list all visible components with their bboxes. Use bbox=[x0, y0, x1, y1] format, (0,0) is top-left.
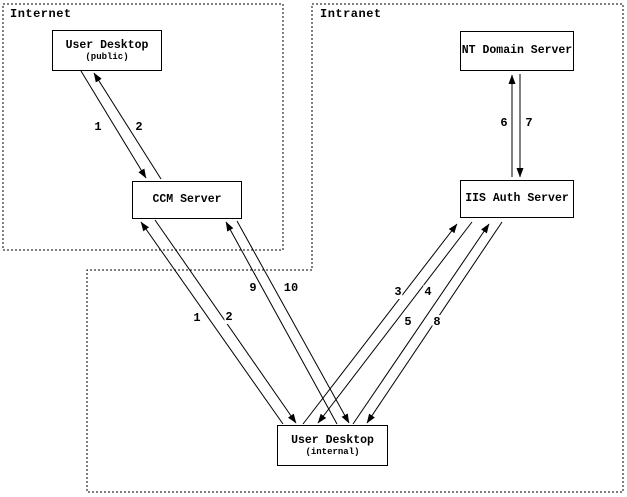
node-title: CCM Server bbox=[152, 193, 222, 207]
node-title: NT Domain Server bbox=[461, 44, 573, 58]
zone-outline-internet bbox=[2, 3, 284, 251]
zone-label-intranet: Intranet bbox=[320, 7, 382, 21]
edge-label-2-public: 2 bbox=[134, 120, 144, 134]
edge-label-2-internal: 2 bbox=[224, 310, 234, 324]
edge-label-10: 10 bbox=[282, 281, 300, 295]
edge-9-udinternal-to-ccm bbox=[225, 221, 338, 425]
node-user-desktop-internal: User Desktop (internal) bbox=[277, 425, 388, 466]
node-title: User Desktop bbox=[291, 433, 374, 447]
zone-outline-intranet bbox=[86, 3, 624, 493]
edge-label-1-public: 1 bbox=[93, 120, 103, 134]
edge-10-ccm-to-udinternal bbox=[236, 220, 350, 424]
edge-label-3: 3 bbox=[393, 285, 403, 299]
edge-label-7: 7 bbox=[524, 116, 534, 130]
node-title: IIS Auth Server bbox=[465, 192, 569, 206]
edge-4-iis-to-udinternal bbox=[317, 221, 473, 424]
edge-2-ccm-to-udpublic bbox=[93, 72, 162, 180]
node-title: User Desktop bbox=[65, 38, 149, 52]
edge-label-5: 5 bbox=[403, 315, 413, 329]
edge-1-udpublic-to-ccm bbox=[80, 70, 147, 179]
node-user-desktop-public: User Desktop (public) bbox=[52, 30, 162, 71]
edge-label-1-internal: 1 bbox=[192, 311, 202, 325]
edge-label-4: 4 bbox=[423, 285, 433, 299]
edge-label-6: 6 bbox=[499, 116, 509, 130]
node-iis-auth-server: IIS Auth Server bbox=[460, 180, 574, 218]
edge-1-udinternal-to-ccm bbox=[140, 221, 284, 425]
node-subtitle: (internal) bbox=[305, 446, 360, 457]
edge-3-udinternal-to-iis bbox=[302, 223, 458, 425]
node-nt-domain-server: NT Domain Server bbox=[460, 31, 574, 71]
edge-5-udinternal-to-iis bbox=[352, 223, 490, 425]
zone-label-internet: Internet bbox=[10, 7, 72, 21]
node-ccm-server: CCM Server bbox=[132, 181, 242, 219]
edge-label-9: 9 bbox=[248, 281, 258, 295]
edge-label-8: 8 bbox=[432, 315, 442, 329]
node-subtitle: (public) bbox=[85, 51, 129, 62]
